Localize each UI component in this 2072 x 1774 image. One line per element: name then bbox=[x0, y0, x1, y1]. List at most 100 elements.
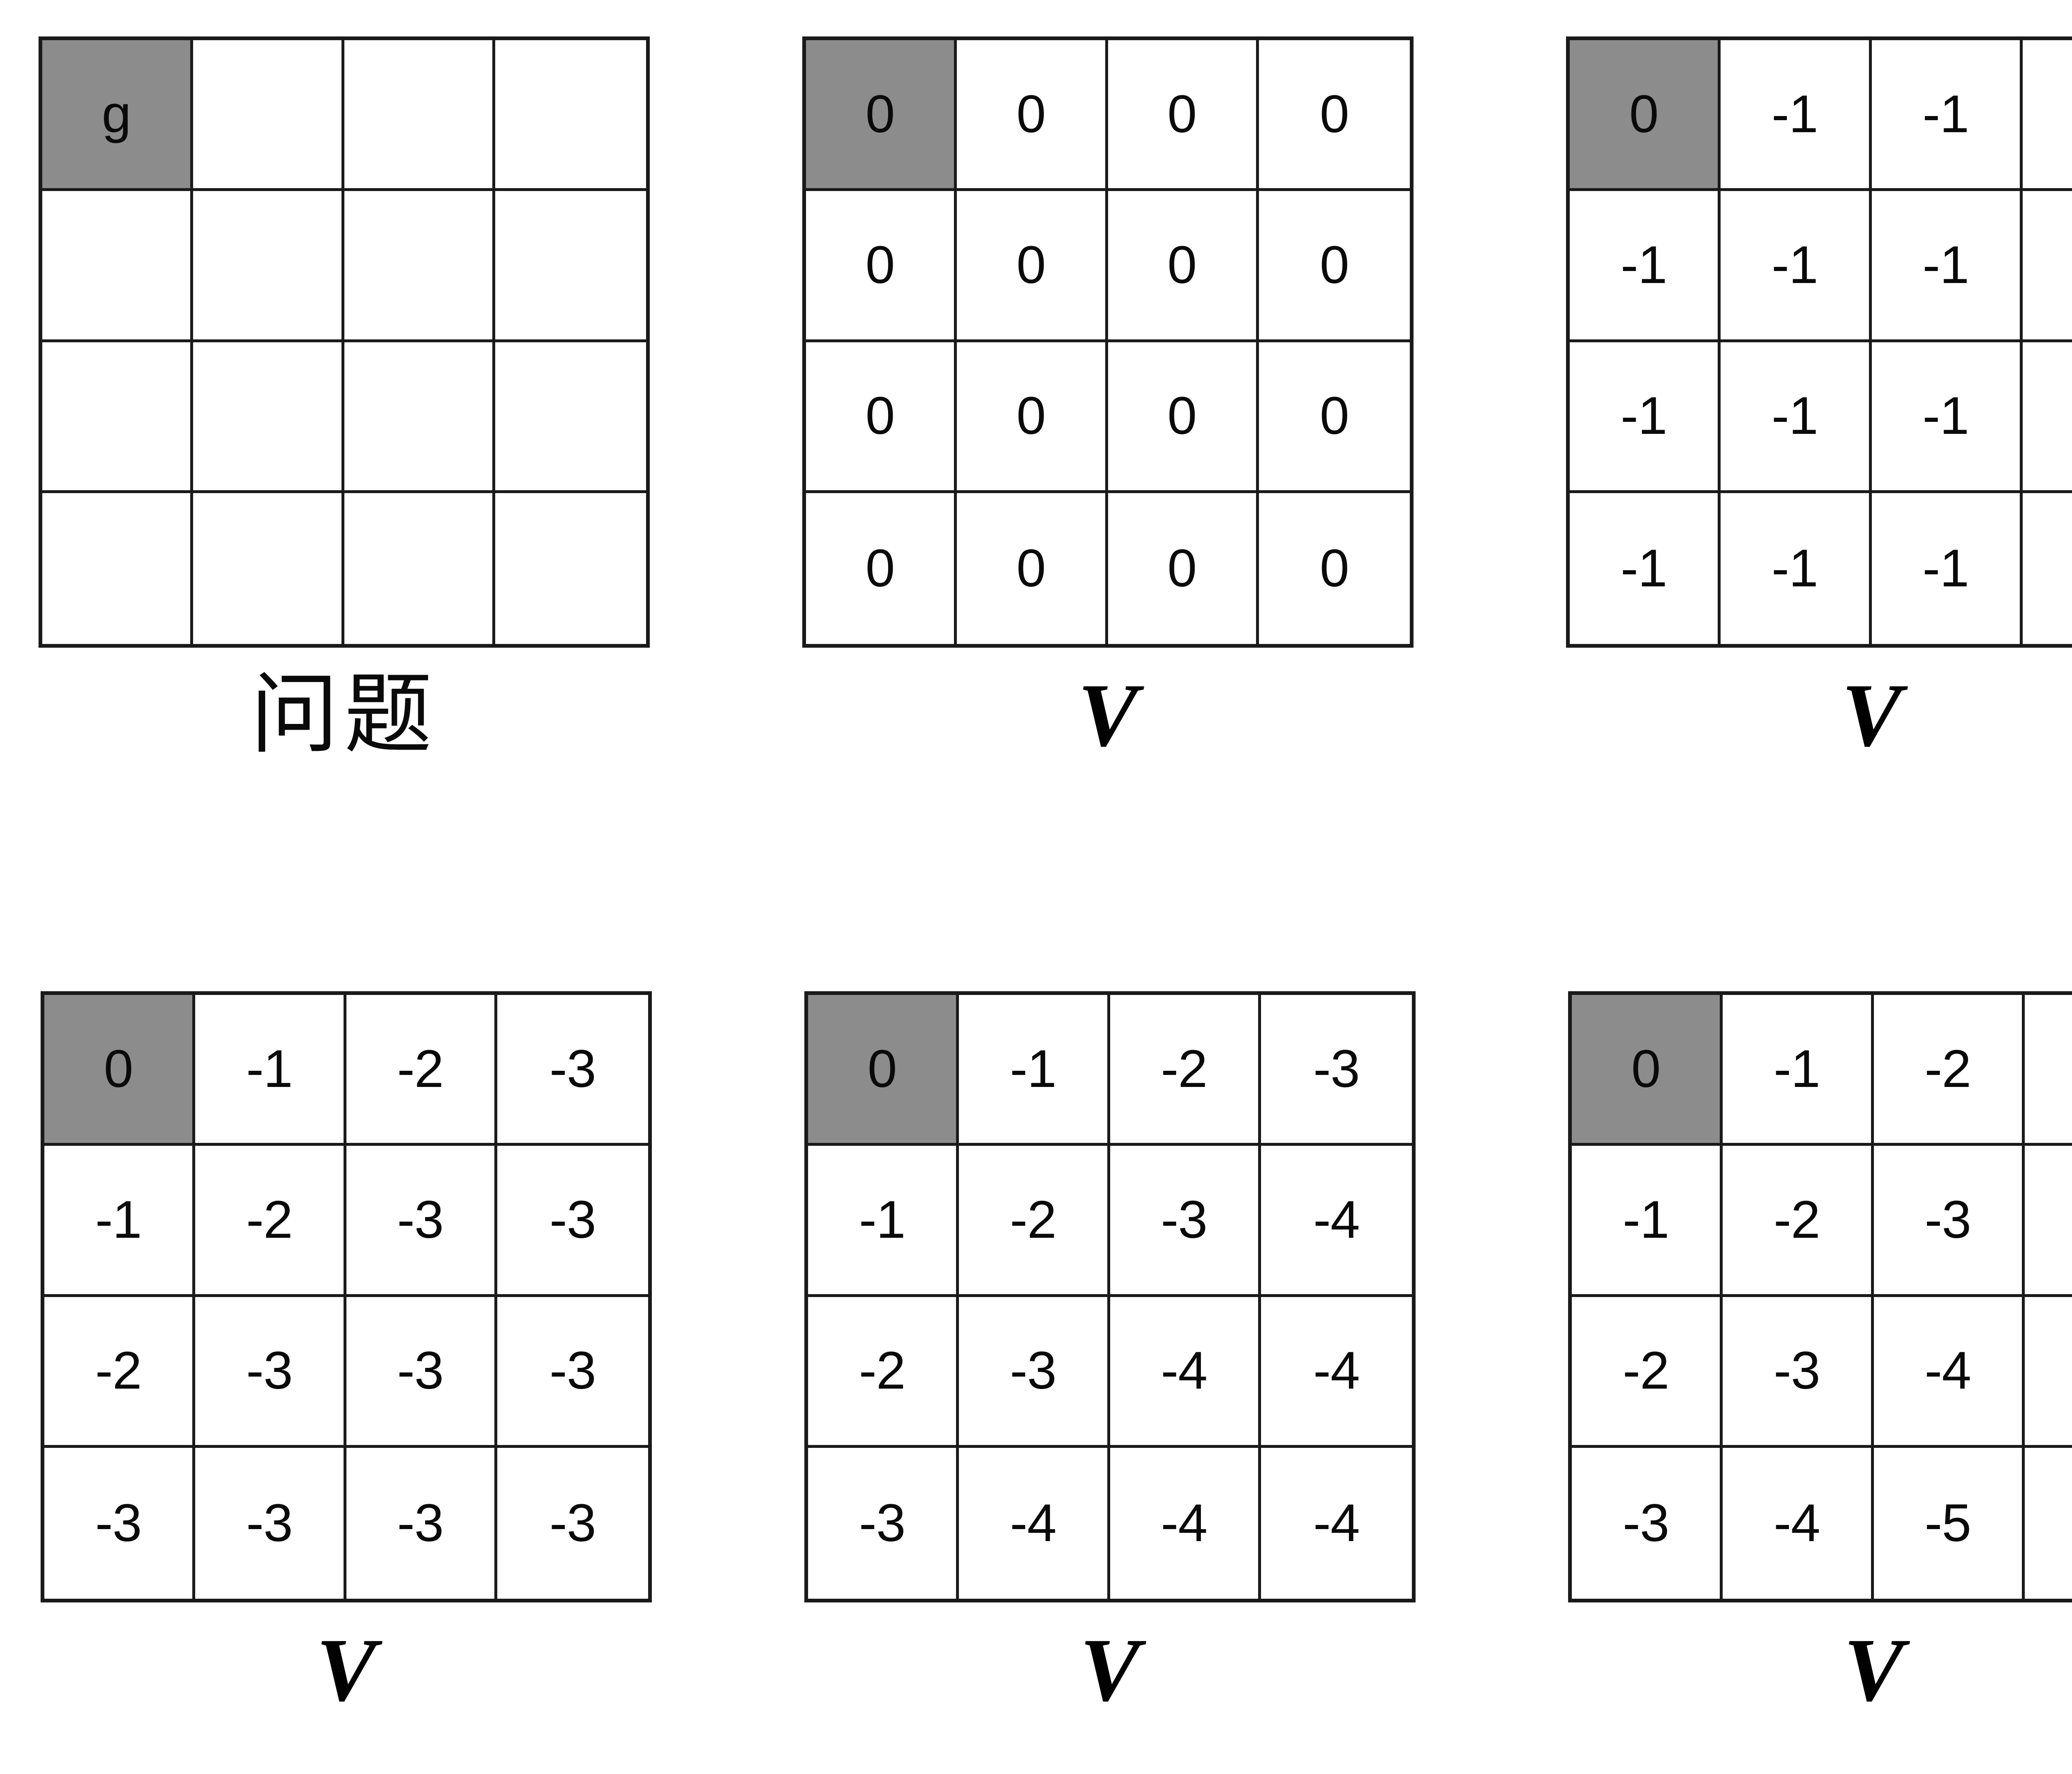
grid-cell: -2 bbox=[346, 995, 497, 1146]
grid-cell bbox=[495, 191, 646, 342]
grid-cell: -1 bbox=[1721, 40, 1872, 191]
grid-cell: -1 bbox=[1721, 191, 1872, 342]
grid-cell: -4 bbox=[2024, 1146, 2072, 1297]
grid-cell bbox=[344, 40, 495, 191]
grid-cell-goal: 0 bbox=[1570, 40, 1721, 191]
grid-cell: -4 bbox=[1261, 1447, 1412, 1599]
grid-cell: -1 bbox=[808, 1146, 959, 1297]
grid-cell bbox=[495, 342, 646, 493]
grid-cell bbox=[193, 342, 344, 493]
grid-cell: -1 bbox=[1871, 342, 2023, 493]
grid-cell bbox=[42, 191, 194, 342]
grid-cell: 0 bbox=[957, 493, 1108, 644]
grid-cell bbox=[344, 342, 495, 493]
grid-cell: -3 bbox=[497, 1447, 648, 1599]
grid-cell: 0 bbox=[957, 342, 1108, 493]
panel-caption-problem: 问题 bbox=[39, 670, 650, 758]
grid-cell: -1 bbox=[1570, 493, 1721, 644]
grid-cell: -3 bbox=[2024, 995, 2072, 1146]
grid-cell: -5 bbox=[2024, 1447, 2072, 1599]
grid-cell-goal: g bbox=[42, 40, 194, 191]
caption-symbol: V bbox=[1077, 666, 1138, 765]
value-grid-v4: 0-1-2-3-1-2-3-3-2-3-3-3-3-3-3-3 bbox=[41, 991, 652, 1602]
value-grid-v2: 0-1-1-1-1-1-1-1-1-1-1-1-1-1-1-1 bbox=[1566, 36, 2072, 648]
grid-cell: -5 bbox=[2024, 1297, 2072, 1448]
grid-cell-goal: 0 bbox=[808, 995, 959, 1146]
grid-cell: 0 bbox=[1259, 40, 1410, 191]
grid-cell bbox=[193, 40, 344, 191]
caption-text: 问题 bbox=[250, 663, 438, 765]
grid-cell: -3 bbox=[346, 1146, 497, 1297]
grid-cell: -4 bbox=[1110, 1297, 1261, 1448]
panel-caption-v5: V bbox=[804, 1625, 1416, 1716]
grid-cell: -1 bbox=[1871, 493, 2023, 644]
grid-panel-v6: 0-1-2-3-1-2-3-4-2-3-4-5-3-4-5-5V bbox=[1568, 991, 2072, 1716]
grid-cell: -1 bbox=[1721, 493, 1872, 644]
grid-cell: 0 bbox=[957, 191, 1108, 342]
grid-cell: -3 bbox=[195, 1447, 346, 1599]
grid-cell: 0 bbox=[1108, 493, 1259, 644]
grid-cell bbox=[42, 493, 194, 644]
grid-panel-problem: g 问题 bbox=[39, 36, 650, 758]
grid-cell: -1 bbox=[2022, 191, 2072, 342]
grid-cell: -2 bbox=[959, 1146, 1110, 1297]
grid-cell: 0 bbox=[1108, 342, 1259, 493]
value-grid-v5: 0-1-2-3-1-2-3-4-2-3-4-4-3-4-4-4 bbox=[804, 991, 1416, 1602]
grid-cell-goal: 0 bbox=[1572, 995, 1723, 1146]
value-grid-v6: 0-1-2-3-1-2-3-4-2-3-4-5-3-4-5-5 bbox=[1568, 991, 2072, 1602]
grid-cell: -4 bbox=[1261, 1146, 1412, 1297]
grid-cell: -1 bbox=[1721, 342, 1872, 493]
grid-cell: 0 bbox=[1259, 342, 1410, 493]
grid-cell: -3 bbox=[1874, 1146, 2025, 1297]
grid-cell: -1 bbox=[2022, 493, 2072, 644]
panel-caption-v6: V bbox=[1568, 1625, 2072, 1716]
grid-cell bbox=[495, 40, 646, 191]
grid-cell: -1 bbox=[2022, 342, 2072, 493]
grid-cell: -4 bbox=[959, 1447, 1110, 1599]
grid-cell: -4 bbox=[1110, 1447, 1261, 1599]
grid-cell bbox=[193, 493, 344, 644]
grid-cell: -1 bbox=[1572, 1146, 1723, 1297]
grid-cell: -2 bbox=[44, 1297, 196, 1448]
grid-cell: -1 bbox=[44, 1146, 196, 1297]
grid-cell bbox=[344, 191, 495, 342]
panel-caption-v2: V bbox=[1566, 670, 2072, 761]
grid-panel-v2: 0-1-1-1-1-1-1-1-1-1-1-1-1-1-1-1V bbox=[1566, 36, 2072, 761]
grid-cell bbox=[42, 342, 194, 493]
grid-cell: -2 bbox=[1572, 1297, 1723, 1448]
grid-cell: -2 bbox=[1874, 995, 2025, 1146]
grid-cell-goal: 0 bbox=[806, 40, 957, 191]
grid-cell: 0 bbox=[806, 191, 957, 342]
caption-symbol: V bbox=[1843, 1620, 1904, 1720]
grid-cell: -1 bbox=[959, 995, 1110, 1146]
grid-cell: -2 bbox=[1110, 995, 1261, 1146]
caption-symbol: V bbox=[1841, 666, 1902, 765]
grid-cell: 0 bbox=[1108, 191, 1259, 342]
grid-cell: -1 bbox=[1723, 995, 1874, 1146]
grid-cell: -3 bbox=[1261, 995, 1412, 1146]
grid-cell: -4 bbox=[1261, 1297, 1412, 1448]
grid-cell: -4 bbox=[1723, 1447, 1874, 1599]
grid-cell: 0 bbox=[957, 40, 1108, 191]
grid-cell: -3 bbox=[1723, 1297, 1874, 1448]
grid-cell: -3 bbox=[346, 1447, 497, 1599]
panel-caption-v1: V bbox=[802, 670, 1414, 761]
grid-cell: -1 bbox=[1871, 191, 2023, 342]
grid-cell: 0 bbox=[1108, 40, 1259, 191]
grid-cell: 0 bbox=[806, 493, 957, 644]
grid-cell-goal: 0 bbox=[44, 995, 196, 1146]
grid-cell bbox=[344, 493, 495, 644]
grid-cell: -3 bbox=[497, 1146, 648, 1297]
grid-cell: 0 bbox=[806, 342, 957, 493]
grid-cell: -3 bbox=[1110, 1146, 1261, 1297]
grid-cell: -3 bbox=[1572, 1447, 1723, 1599]
grid-cell: -2 bbox=[1723, 1146, 1874, 1297]
grid-cell: -1 bbox=[2022, 40, 2072, 191]
grid-cell: -1 bbox=[195, 995, 346, 1146]
grid-cell: -3 bbox=[808, 1447, 959, 1599]
grid-cell: -3 bbox=[346, 1297, 497, 1448]
